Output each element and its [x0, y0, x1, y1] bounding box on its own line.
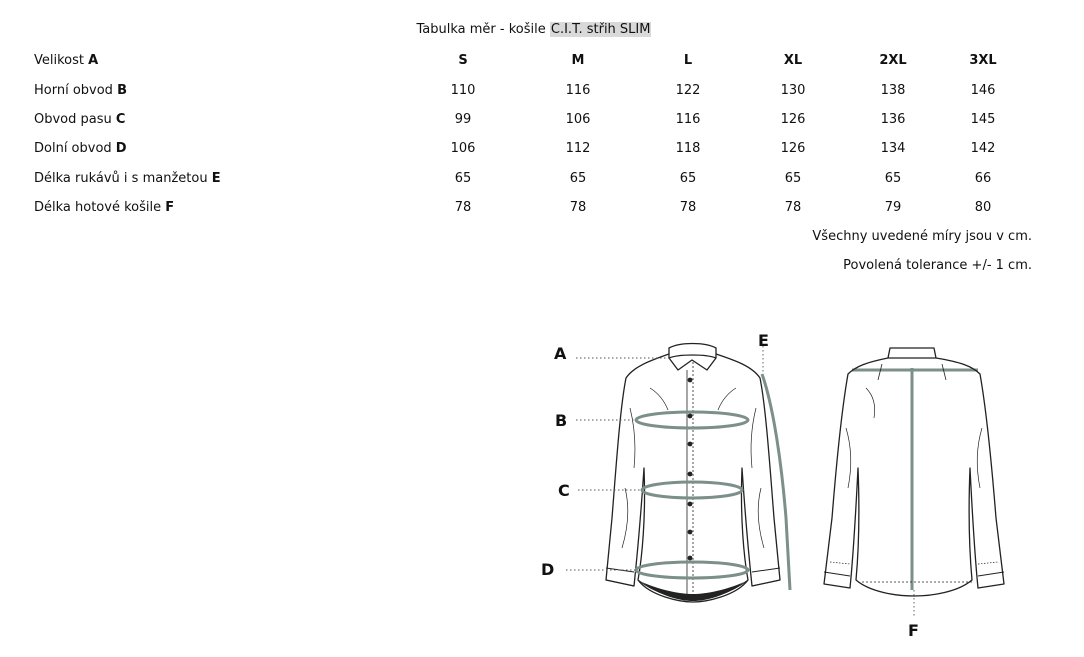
size-table: Velikost A S M L XL 2XL 3XL Horní obvod B 110 116…	[34, 46, 1018, 222]
table-cell: 106	[565, 111, 591, 127]
row-label-text: Velikost	[34, 53, 89, 69]
size-header-cell: XL	[783, 53, 803, 69]
table-cell: 79	[884, 200, 902, 216]
diagram-label-d: D	[541, 560, 554, 579]
table-cell: 99	[454, 111, 472, 127]
row-label: Délka hotové košile F	[34, 193, 398, 222]
shirt-front-drawing	[605, 342, 781, 603]
row-label: Délka rukávů i s manžetou E	[34, 164, 398, 193]
table-cell: 126	[780, 141, 806, 157]
shirt-back-drawing	[823, 347, 1005, 597]
table-cell: 78	[454, 200, 472, 216]
table-cell: 116	[565, 82, 591, 98]
table-cell: 145	[970, 111, 996, 127]
table-cell: 78	[784, 200, 802, 216]
table-cell: 66	[974, 170, 992, 186]
table-cell: 65	[454, 170, 472, 186]
row-label: Obvod pasu C	[34, 105, 398, 134]
table-row: Obvod pasu C 99 106 116 126 136 145	[34, 105, 1018, 134]
size-header-cell: L	[683, 53, 693, 69]
table-cell: 80	[974, 200, 992, 216]
table-cell: 136	[880, 111, 906, 127]
row-label-text: Horní obvod	[34, 82, 118, 98]
table-cell: 106	[450, 141, 476, 157]
size-header-cell: 2XL	[879, 53, 907, 69]
page-title: Tabulka měr - košile C.I.T. střih SLIM	[0, 22, 1068, 37]
table-cell: 65	[569, 170, 587, 186]
table-cell: 110	[450, 82, 476, 98]
shirt-buttons	[687, 377, 693, 561]
row-label-text: Délka hotové košile	[34, 200, 166, 216]
leader-lines	[566, 346, 915, 618]
diagram-label-a: A	[554, 344, 567, 363]
note-tolerance: Povolená tolerance +/- 1 cm.	[843, 258, 1032, 273]
measurement-lines	[634, 368, 978, 591]
table-cell: 78	[569, 200, 587, 216]
diagram-label-c: C	[558, 481, 570, 500]
note-units: Všechny uvedené míry jsou v cm.	[812, 229, 1032, 244]
row-label: Horní obvod B	[34, 75, 398, 104]
size-header-cell: M	[571, 53, 585, 69]
table-cell: 130	[780, 82, 806, 98]
row-label: Dolní obvod D	[34, 134, 398, 163]
table-row: Dolní obvod D 106 112 118 126 134 142	[34, 134, 1018, 163]
row-label-letter: F	[165, 200, 175, 216]
row-label-letter: B	[117, 82, 127, 98]
hem-shadow	[642, 582, 744, 601]
table-cell: 65	[884, 170, 902, 186]
table-cell: 126	[780, 111, 806, 127]
diagram-label-e: E	[758, 331, 769, 350]
row-label-letter: D	[115, 141, 127, 157]
table-cell: 118	[675, 141, 701, 157]
table-cell: 65	[679, 170, 697, 186]
shirt-measurement-diagram: A B C D E F	[541, 331, 1005, 640]
table-cell: 146	[970, 82, 996, 98]
size-header-cell: S	[458, 53, 468, 69]
row-label-letter: E	[211, 170, 221, 186]
title-highlight: C.I.T. střih SLIM	[549, 22, 652, 37]
table-row: Délka hotové košile F 78 78 78 78 79 80	[34, 193, 1018, 222]
title-text: Tabulka měr - košile	[416, 22, 550, 37]
table-cell: 122	[675, 82, 701, 98]
row-label-text: Dolní obvod	[34, 141, 116, 157]
table-row: Velikost A S M L XL 2XL 3XL	[34, 46, 1018, 75]
table-cell: 116	[675, 111, 701, 127]
row-label-letter: C	[115, 111, 126, 127]
table-cell: 112	[565, 141, 591, 157]
table-cell: 134	[880, 141, 906, 157]
row-label-text: Obvod pasu	[34, 111, 116, 127]
table-cell: 65	[784, 170, 802, 186]
table-cell: 138	[880, 82, 906, 98]
size-header-cell: 3XL	[969, 53, 997, 69]
diagram-label-f: F	[908, 621, 919, 640]
row-label-letter: A	[88, 53, 99, 69]
row-label: Velikost A	[34, 46, 398, 75]
diagram-label-b: B	[555, 411, 567, 430]
table-row: Délka rukávů i s manžetou E 65 65 65 65 65 66	[34, 164, 1018, 193]
table-row: Horní obvod B 110 116 122 130 138 146	[34, 75, 1018, 104]
row-label-text: Délka rukávů i s manžetou	[34, 170, 212, 186]
table-cell: 78	[679, 200, 697, 216]
table-cell: 142	[970, 141, 996, 157]
